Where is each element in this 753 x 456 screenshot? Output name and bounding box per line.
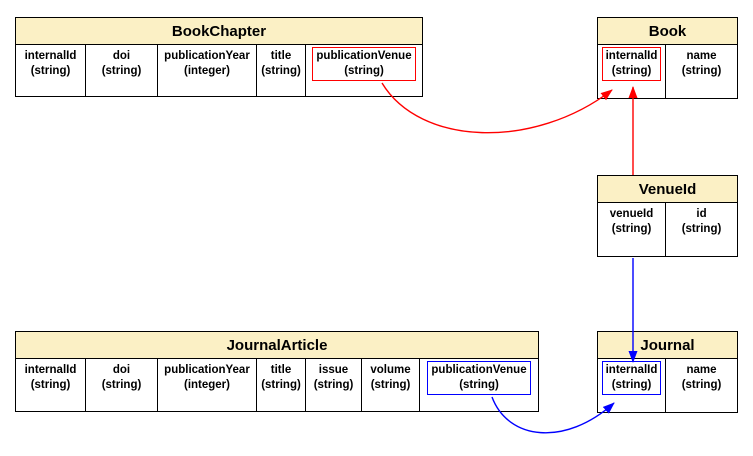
attribute-name: publicationVenue (316, 50, 412, 62)
attribute-cell-journal-internalid: internalId (string) (598, 359, 666, 412)
attribute-type: (string) (101, 379, 142, 391)
attribute-text: name (string) (678, 47, 726, 81)
attribute-text: title (string) (257, 47, 305, 81)
attribute-type: (string) (30, 379, 71, 391)
attribute-cell-journalarticle-volume: volume (string) (362, 359, 420, 411)
highlighted-attribute-box: internalId (string) (601, 47, 662, 81)
attribute-type: (string) (681, 379, 722, 391)
attribute-type: (string) (681, 65, 722, 77)
attribute-type: (string) (611, 379, 652, 391)
attribute-cell-book-name: name (string) (666, 45, 737, 98)
attribute-text: internalId (string) (21, 47, 81, 81)
attribute-cell-journalarticle-internalid: internalId (string) (16, 359, 86, 411)
attribute-text: publicationYear (integer) (160, 361, 254, 395)
attribute-type: (string) (313, 379, 354, 391)
attribute-name: title (270, 364, 292, 376)
attribute-type: (integer) (183, 379, 230, 391)
attribute-name: name (686, 50, 717, 62)
attribute-name: volume (370, 364, 411, 376)
attribute-text: doi (string) (98, 361, 146, 395)
table-title-journalarticle: JournalArticle (16, 332, 538, 359)
attribute-type: (string) (370, 379, 411, 391)
attribute-type: (string) (459, 379, 499, 391)
attribute-name: internalId (605, 50, 658, 62)
attribute-text: internalId (string) (21, 361, 81, 395)
highlighted-attribute-box: publicationVenue (string) (427, 361, 531, 395)
attribute-cell-bookchapter-doi: doi (string) (86, 45, 158, 96)
table-title-book: Book (598, 18, 737, 45)
attribute-type: (string) (611, 223, 652, 235)
attribute-name: internalId (24, 364, 77, 376)
attribute-cell-bookchapter-publicationyear: publicationYear (integer) (158, 45, 257, 96)
attribute-name: publicationVenue (431, 364, 527, 376)
attribute-cell-bookchapter-publicationvenue: publicationVenue (string) (306, 45, 422, 96)
attribute-type: (string) (344, 65, 384, 77)
attribute-name: doi (112, 364, 131, 376)
attribute-type: (string) (261, 65, 301, 77)
attribute-type: (string) (611, 65, 652, 77)
attribute-cell-journal-name: name (string) (666, 359, 737, 412)
attribute-name: name (686, 364, 717, 376)
attribute-cell-journalarticle-title: title (string) (257, 359, 306, 411)
attribute-cell-bookchapter-internalid: internalId (string) (16, 45, 86, 96)
highlighted-attribute-box: internalId (string) (601, 361, 662, 395)
entity-table-journalarticle: JournalArticle internalId (string) doi (… (15, 331, 539, 412)
attribute-text: id (string) (678, 205, 726, 239)
table-title-venueid: VenueId (598, 176, 737, 203)
attribute-name: venueId (609, 208, 654, 220)
attribute-text: issue (string) (310, 361, 358, 395)
entity-table-bookchapter: BookChapter internalId (string) doi (str… (15, 17, 423, 97)
attribute-text: venueId (string) (606, 205, 657, 239)
entity-table-journal: Journal internalId (string) name (string… (597, 331, 738, 413)
attribute-text: name (string) (678, 361, 726, 395)
attribute-cell-journalarticle-publicationvenue: publicationVenue (string) (420, 359, 538, 411)
attribute-cell-bookchapter-title: title (string) (257, 45, 306, 96)
attribute-name: publicationYear (164, 364, 250, 376)
table-title-bookchapter: BookChapter (16, 18, 422, 45)
highlighted-attribute-box: publicationVenue (string) (312, 47, 416, 81)
attribute-type: (string) (101, 65, 142, 77)
attribute-text: volume (string) (366, 361, 414, 395)
attribute-cell-journalarticle-issue: issue (string) (306, 359, 362, 411)
entity-table-venueid: VenueId venueId (string) id (string) (597, 175, 738, 257)
attribute-name: internalId (24, 50, 77, 62)
attribute-type: (integer) (183, 65, 230, 77)
attribute-name: issue (318, 364, 349, 376)
attribute-type: (string) (681, 223, 722, 235)
attribute-text: title (string) (257, 361, 305, 395)
entity-table-book: Book internalId (string) name (string) (597, 17, 738, 99)
attribute-name: publicationYear (164, 50, 250, 62)
attribute-text: publicationYear (integer) (160, 47, 254, 81)
attribute-cell-journalarticle-publicationyear: publicationYear (integer) (158, 359, 257, 411)
attribute-cell-venueid-id: id (string) (666, 203, 737, 256)
attribute-type: (string) (30, 65, 71, 77)
attribute-name: doi (112, 50, 131, 62)
attribute-cell-venueid-venueid: venueId (string) (598, 203, 666, 256)
attribute-name: internalId (605, 364, 658, 376)
attribute-cell-journalarticle-doi: doi (string) (86, 359, 158, 411)
table-title-journal: Journal (598, 332, 737, 359)
attribute-type: (string) (261, 379, 301, 391)
attribute-text: doi (string) (98, 47, 146, 81)
attribute-name: title (270, 50, 292, 62)
attribute-cell-book-internalid: internalId (string) (598, 45, 666, 98)
attribute-name: id (696, 208, 707, 220)
